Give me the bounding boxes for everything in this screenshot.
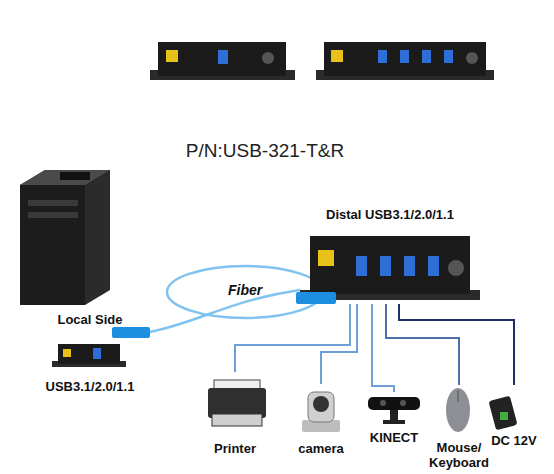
- power-adapter-icon: [488, 396, 517, 431]
- transmitter-photo: [150, 42, 295, 80]
- receiver-photo: [316, 42, 494, 80]
- device-node: DC 12V: [482, 385, 546, 448]
- node-label: USB3.1/2.0/1.1: [46, 379, 135, 394]
- usb-cable: [321, 304, 357, 384]
- node-label: camera: [298, 441, 344, 456]
- fiber-plug: [112, 327, 150, 338]
- kinect-icon: [368, 397, 420, 424]
- usb-cable: [386, 304, 459, 385]
- transmitter-node: Local SideUSB3.1/2.0/1.1: [30, 312, 150, 394]
- node-label: Distal USB3.1/2.0/1.1: [326, 207, 454, 222]
- usb-cable: [235, 304, 350, 372]
- node-label: KINECT: [370, 430, 418, 445]
- remote-unit: [296, 236, 480, 304]
- node-label: Local Side: [57, 312, 122, 327]
- fiber-cable: [150, 290, 300, 332]
- diagram-title: P/N:USB-321-T&R: [130, 140, 400, 162]
- node-label: Mouse/ Keyboard: [420, 440, 498, 470]
- node-label: DC 12V: [491, 433, 537, 448]
- camera-icon: [302, 392, 340, 432]
- node-label: Printer: [214, 441, 256, 456]
- device-node: KINECT: [360, 392, 428, 445]
- usb-cable: [399, 304, 514, 385]
- local-unit: [52, 327, 150, 367]
- device-node: camera: [288, 384, 354, 456]
- device-node: Mouse/ Keyboard: [420, 385, 498, 470]
- receiver-node: Distal USB3.1/2.0/1.1: [300, 207, 480, 304]
- device-node: Printer: [198, 372, 272, 456]
- printer-icon: [208, 380, 266, 426]
- fiber-plug: [296, 292, 336, 304]
- usb-cable: [372, 304, 394, 392]
- mouse-icon: [446, 388, 470, 432]
- edge-label: Fiber: [228, 282, 262, 298]
- pc-tower: [20, 170, 110, 305]
